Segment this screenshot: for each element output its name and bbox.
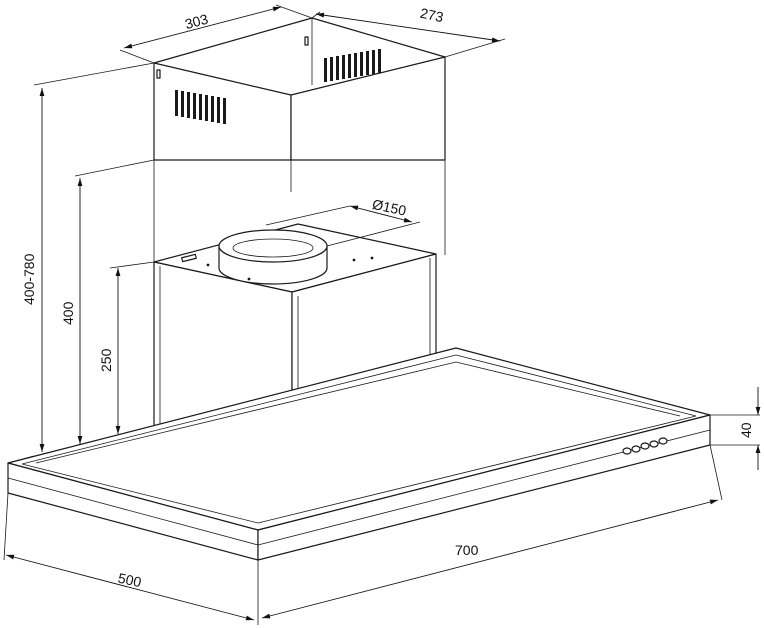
- duct-collar: [218, 229, 328, 285]
- dimension-lines: [3, 4, 761, 625]
- label-depth: 500: [117, 570, 143, 591]
- label-canopy-thickness: 40: [738, 422, 754, 438]
- label-duct-diameter: Ø150: [371, 196, 408, 219]
- vent-slots-left: [175, 90, 226, 124]
- label-chimney-depth: 273: [419, 5, 445, 26]
- control-buttons: [622, 437, 668, 455]
- label-height-250: 250: [98, 348, 114, 372]
- canopy: [7, 347, 711, 561]
- upper-chimney: [153, 17, 446, 161]
- label-height-range: 400-780: [21, 253, 37, 305]
- label-chimney-width: 303: [183, 11, 210, 33]
- label-height-400: 400: [60, 301, 76, 325]
- vent-slots-right: [324, 49, 381, 82]
- label-width: 700: [455, 542, 479, 558]
- lower-chimney: [153, 160, 446, 262]
